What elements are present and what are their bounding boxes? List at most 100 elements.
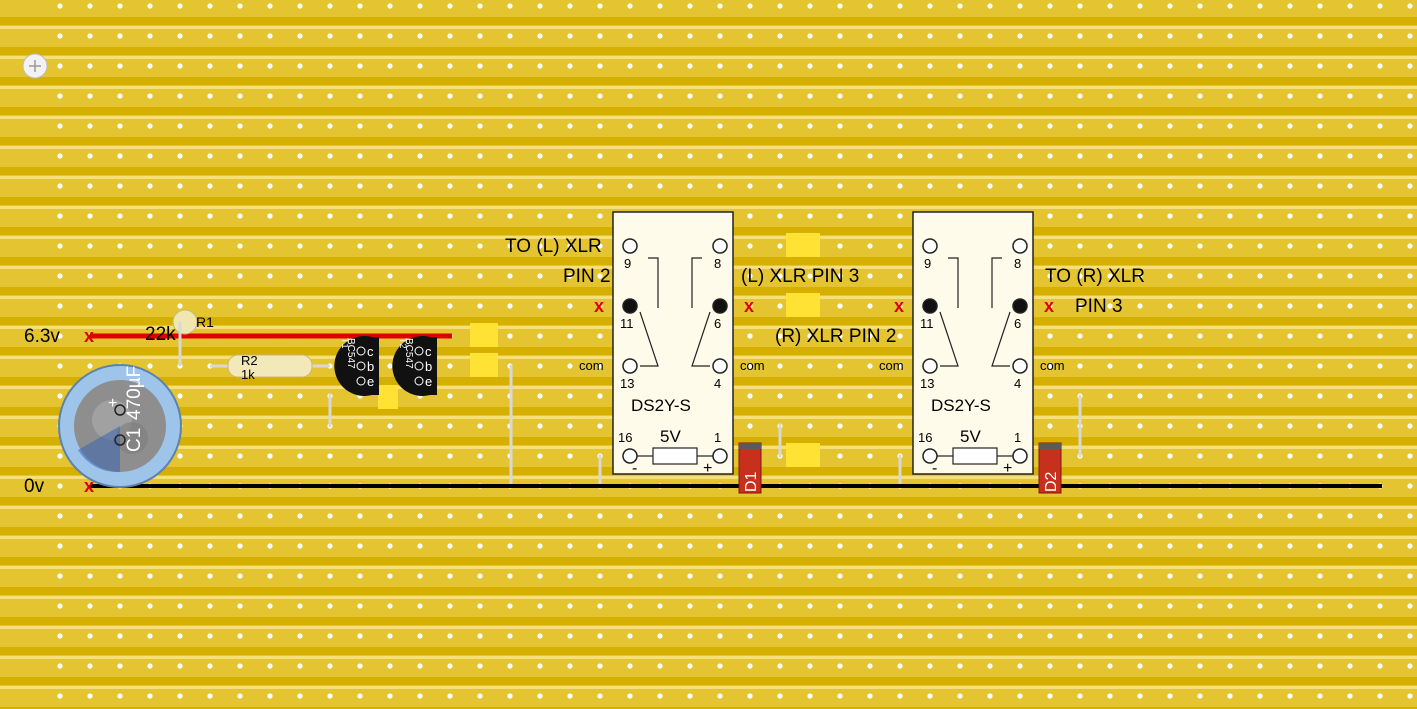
strip-hole — [1347, 123, 1353, 129]
strip-hole — [1107, 603, 1113, 609]
strip-hole — [207, 453, 213, 459]
strip-hole — [207, 243, 213, 249]
strip-hole — [567, 633, 573, 639]
strip-hole — [837, 543, 843, 549]
strip-hole — [267, 183, 273, 189]
strip-hole — [447, 213, 453, 219]
strip-hole — [1257, 633, 1263, 639]
strip-hole — [927, 663, 933, 669]
strip-hole — [867, 633, 873, 639]
strip-hole — [447, 273, 453, 279]
strip-hole — [417, 663, 423, 669]
strip-hole — [57, 93, 63, 99]
strip-hole — [1137, 393, 1143, 399]
strip-hole — [1257, 63, 1263, 69]
strip-hole — [897, 393, 903, 399]
track-cut — [786, 233, 820, 257]
strip-hole — [507, 693, 513, 699]
strip-hole — [477, 243, 483, 249]
strip-hole — [1047, 333, 1053, 339]
strip-hole — [117, 123, 123, 129]
strip-hole — [237, 243, 243, 249]
strip-hole — [1167, 303, 1173, 309]
strip-hole — [507, 333, 513, 339]
relay-com-label: com — [740, 358, 765, 373]
strip-hole — [297, 543, 303, 549]
strip-hole — [177, 33, 183, 39]
strip-hole — [477, 303, 483, 309]
relay-pin-label: 8 — [714, 256, 721, 271]
strip-hole — [657, 33, 663, 39]
strip-hole — [897, 363, 903, 369]
strip-hole — [477, 663, 483, 669]
strip-hole — [687, 573, 693, 579]
strip-hole — [417, 183, 423, 189]
strip-hole — [1407, 393, 1413, 399]
strip-hole — [417, 153, 423, 159]
strip-hole — [567, 423, 573, 429]
strip-hole — [1227, 243, 1233, 249]
strip-hole — [267, 693, 273, 699]
strip-hole — [1107, 123, 1113, 129]
strip-hole — [777, 393, 783, 399]
strip-hole — [1317, 423, 1323, 429]
strip-hole — [507, 183, 513, 189]
strip-hole — [597, 33, 603, 39]
strip-hole — [1377, 603, 1383, 609]
strip-hole — [807, 423, 813, 429]
strip-hole — [387, 273, 393, 279]
strip-hole — [57, 483, 63, 489]
strip-hole — [87, 603, 93, 609]
strip-hole — [1107, 303, 1113, 309]
strip-hole — [447, 423, 453, 429]
strip-hole — [1347, 453, 1353, 459]
strip-hole — [507, 543, 513, 549]
strip-hole — [147, 633, 153, 639]
strip-hole — [387, 183, 393, 189]
strip-hole — [627, 573, 633, 579]
strip-hole — [1317, 663, 1323, 669]
strip-hole — [537, 213, 543, 219]
strip-hole — [87, 663, 93, 669]
strip-hole — [1257, 303, 1263, 309]
strip-hole — [1377, 213, 1383, 219]
strip-hole — [117, 33, 123, 39]
strip-highlight — [0, 566, 1417, 569]
strip-hole — [1107, 333, 1113, 339]
strip-hole — [177, 123, 183, 129]
strip-hole — [507, 633, 513, 639]
strip-hole — [567, 453, 573, 459]
strip-hole — [267, 33, 273, 39]
strip-hole — [567, 273, 573, 279]
strip-hole — [687, 93, 693, 99]
strip-hole — [387, 513, 393, 519]
strip-hole — [1047, 3, 1053, 9]
strip-hole — [477, 573, 483, 579]
strip-hole — [957, 573, 963, 579]
capacitor-ref: C1 — [124, 428, 145, 452]
strip-hole — [537, 513, 543, 519]
strip-hole — [987, 693, 993, 699]
strip-hole — [177, 213, 183, 219]
strip-hole — [1287, 423, 1293, 429]
strip-hole — [237, 663, 243, 669]
strip-hole — [687, 3, 693, 9]
strip-hole — [87, 693, 93, 699]
strip-hole — [297, 123, 303, 129]
strip-hole — [777, 693, 783, 699]
strip-hole — [477, 603, 483, 609]
strip-hole — [237, 393, 243, 399]
strip-hole — [687, 543, 693, 549]
strip-hole — [1407, 513, 1413, 519]
strip-hole — [447, 573, 453, 579]
strip-hole — [867, 153, 873, 159]
strip-hole — [447, 183, 453, 189]
strip-hole — [1317, 303, 1323, 309]
relay-2: 9 8 11 6 13 4 16 1 DS2Y-S 5V - + — [912, 211, 1034, 477]
strip-hole — [387, 213, 393, 219]
strip-hole — [1197, 93, 1203, 99]
strip-hole — [1017, 123, 1023, 129]
strip-hole — [927, 693, 933, 699]
strip-hole — [1377, 543, 1383, 549]
strip-hole — [357, 3, 363, 9]
